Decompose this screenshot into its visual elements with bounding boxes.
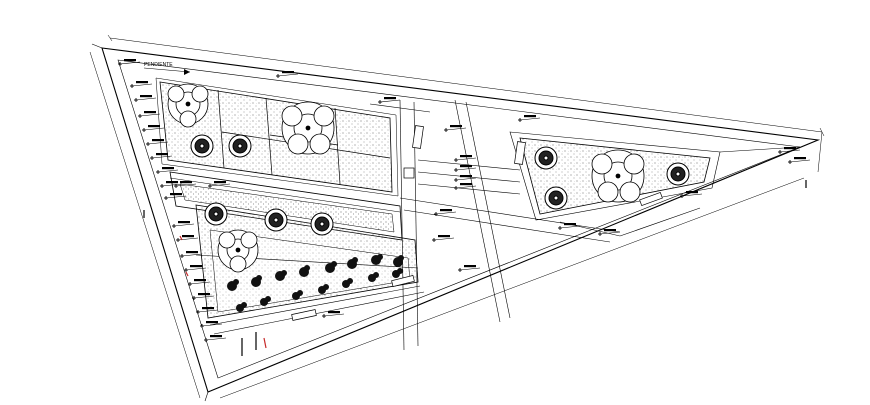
shrub-icon bbox=[393, 255, 404, 267]
pendiente-label: PENDIENTE bbox=[144, 62, 173, 68]
medium-trees bbox=[190, 134, 690, 236]
level-marker-icon bbox=[192, 293, 215, 300]
level-markers bbox=[118, 59, 811, 342]
shrub-icon bbox=[318, 284, 329, 294]
level-marker-icon bbox=[142, 125, 165, 132]
level-marker-icon bbox=[518, 115, 541, 122]
level-marker-icon bbox=[458, 265, 481, 272]
dimension-lines bbox=[89, 34, 825, 399]
level-marker-icon bbox=[378, 97, 401, 104]
level-marker-icon bbox=[150, 153, 173, 160]
large-tree-icon bbox=[167, 83, 209, 128]
level-marker-icon bbox=[778, 147, 801, 154]
level-marker-icon bbox=[454, 175, 477, 182]
level-marker-icon bbox=[134, 95, 157, 102]
level-marker-icon bbox=[204, 335, 227, 342]
site-boundary bbox=[91, 43, 821, 402]
medium-tree-icon bbox=[544, 186, 568, 210]
level-marker-icon bbox=[788, 157, 811, 164]
medium-tree-icon bbox=[534, 146, 558, 170]
level-marker-icon bbox=[200, 321, 223, 328]
level-marker-icon bbox=[160, 181, 183, 188]
medium-tree-icon bbox=[310, 212, 334, 236]
level-marker-icon bbox=[444, 125, 467, 132]
level-marker-icon bbox=[174, 181, 197, 188]
bench-icon bbox=[639, 191, 663, 207]
level-marker-icon bbox=[118, 59, 141, 66]
bench-icon bbox=[403, 167, 415, 179]
medium-tree-icon bbox=[666, 162, 690, 186]
level-marker-icon bbox=[138, 111, 161, 118]
medium-tree-icon bbox=[228, 134, 252, 158]
medium-tree-icon bbox=[190, 134, 214, 158]
level-marker-icon bbox=[208, 181, 231, 188]
shrub-icon bbox=[368, 272, 379, 282]
shrub-icon bbox=[236, 302, 247, 312]
level-marker-icon bbox=[454, 165, 477, 172]
level-marker-icon bbox=[432, 235, 455, 242]
bench-icon bbox=[391, 275, 415, 287]
level-marker-icon bbox=[146, 139, 169, 146]
shrub-icon bbox=[260, 296, 271, 306]
shrub-icon bbox=[371, 254, 383, 265]
shrub-icon bbox=[299, 265, 310, 277]
level-marker-icon bbox=[598, 229, 621, 236]
benches bbox=[291, 125, 663, 321]
shrubs bbox=[227, 254, 404, 312]
shrub-icon bbox=[227, 279, 239, 291]
level-marker-icon bbox=[558, 223, 581, 230]
level-marker-icon bbox=[176, 235, 199, 242]
medium-tree-icon bbox=[264, 208, 288, 232]
large-tree-icon bbox=[217, 229, 259, 273]
shrub-icon bbox=[325, 261, 337, 273]
medium-tree-icon bbox=[204, 202, 228, 226]
level-marker-icon bbox=[156, 167, 179, 174]
bench-icon bbox=[514, 141, 526, 165]
level-marker-icon bbox=[322, 311, 345, 318]
bench-icon bbox=[412, 125, 424, 149]
level-marker-icon bbox=[196, 307, 219, 314]
shrub-icon bbox=[292, 290, 303, 300]
shrub-icon bbox=[251, 275, 262, 287]
red-accents bbox=[179, 235, 267, 349]
large-tree-icon bbox=[281, 101, 335, 155]
level-marker-icon bbox=[434, 209, 457, 216]
level-marker-icon bbox=[130, 81, 153, 88]
level-marker-icon bbox=[276, 71, 299, 78]
shrub-icon bbox=[342, 278, 353, 288]
level-marker-icon bbox=[454, 155, 477, 162]
slope-annotation: PENDIENTE bbox=[143, 62, 191, 75]
shrub-icon bbox=[392, 268, 403, 278]
shrub-icon bbox=[347, 257, 358, 269]
large-trees bbox=[167, 83, 645, 273]
pathway-lines bbox=[369, 99, 701, 351]
level-marker-icon bbox=[680, 191, 703, 198]
level-marker-icon bbox=[164, 193, 187, 200]
upper-planting-bed bbox=[155, 77, 399, 197]
level-marker-icon bbox=[454, 183, 477, 190]
level-marker-icon bbox=[180, 251, 203, 258]
large-tree-icon bbox=[591, 149, 645, 203]
level-marker-icon bbox=[188, 279, 211, 286]
bench-icon bbox=[291, 309, 317, 321]
level-marker-icon bbox=[184, 265, 207, 272]
shrub-icon bbox=[275, 270, 287, 281]
level-marker-icon bbox=[172, 221, 195, 228]
section-ticks bbox=[143, 180, 807, 356]
